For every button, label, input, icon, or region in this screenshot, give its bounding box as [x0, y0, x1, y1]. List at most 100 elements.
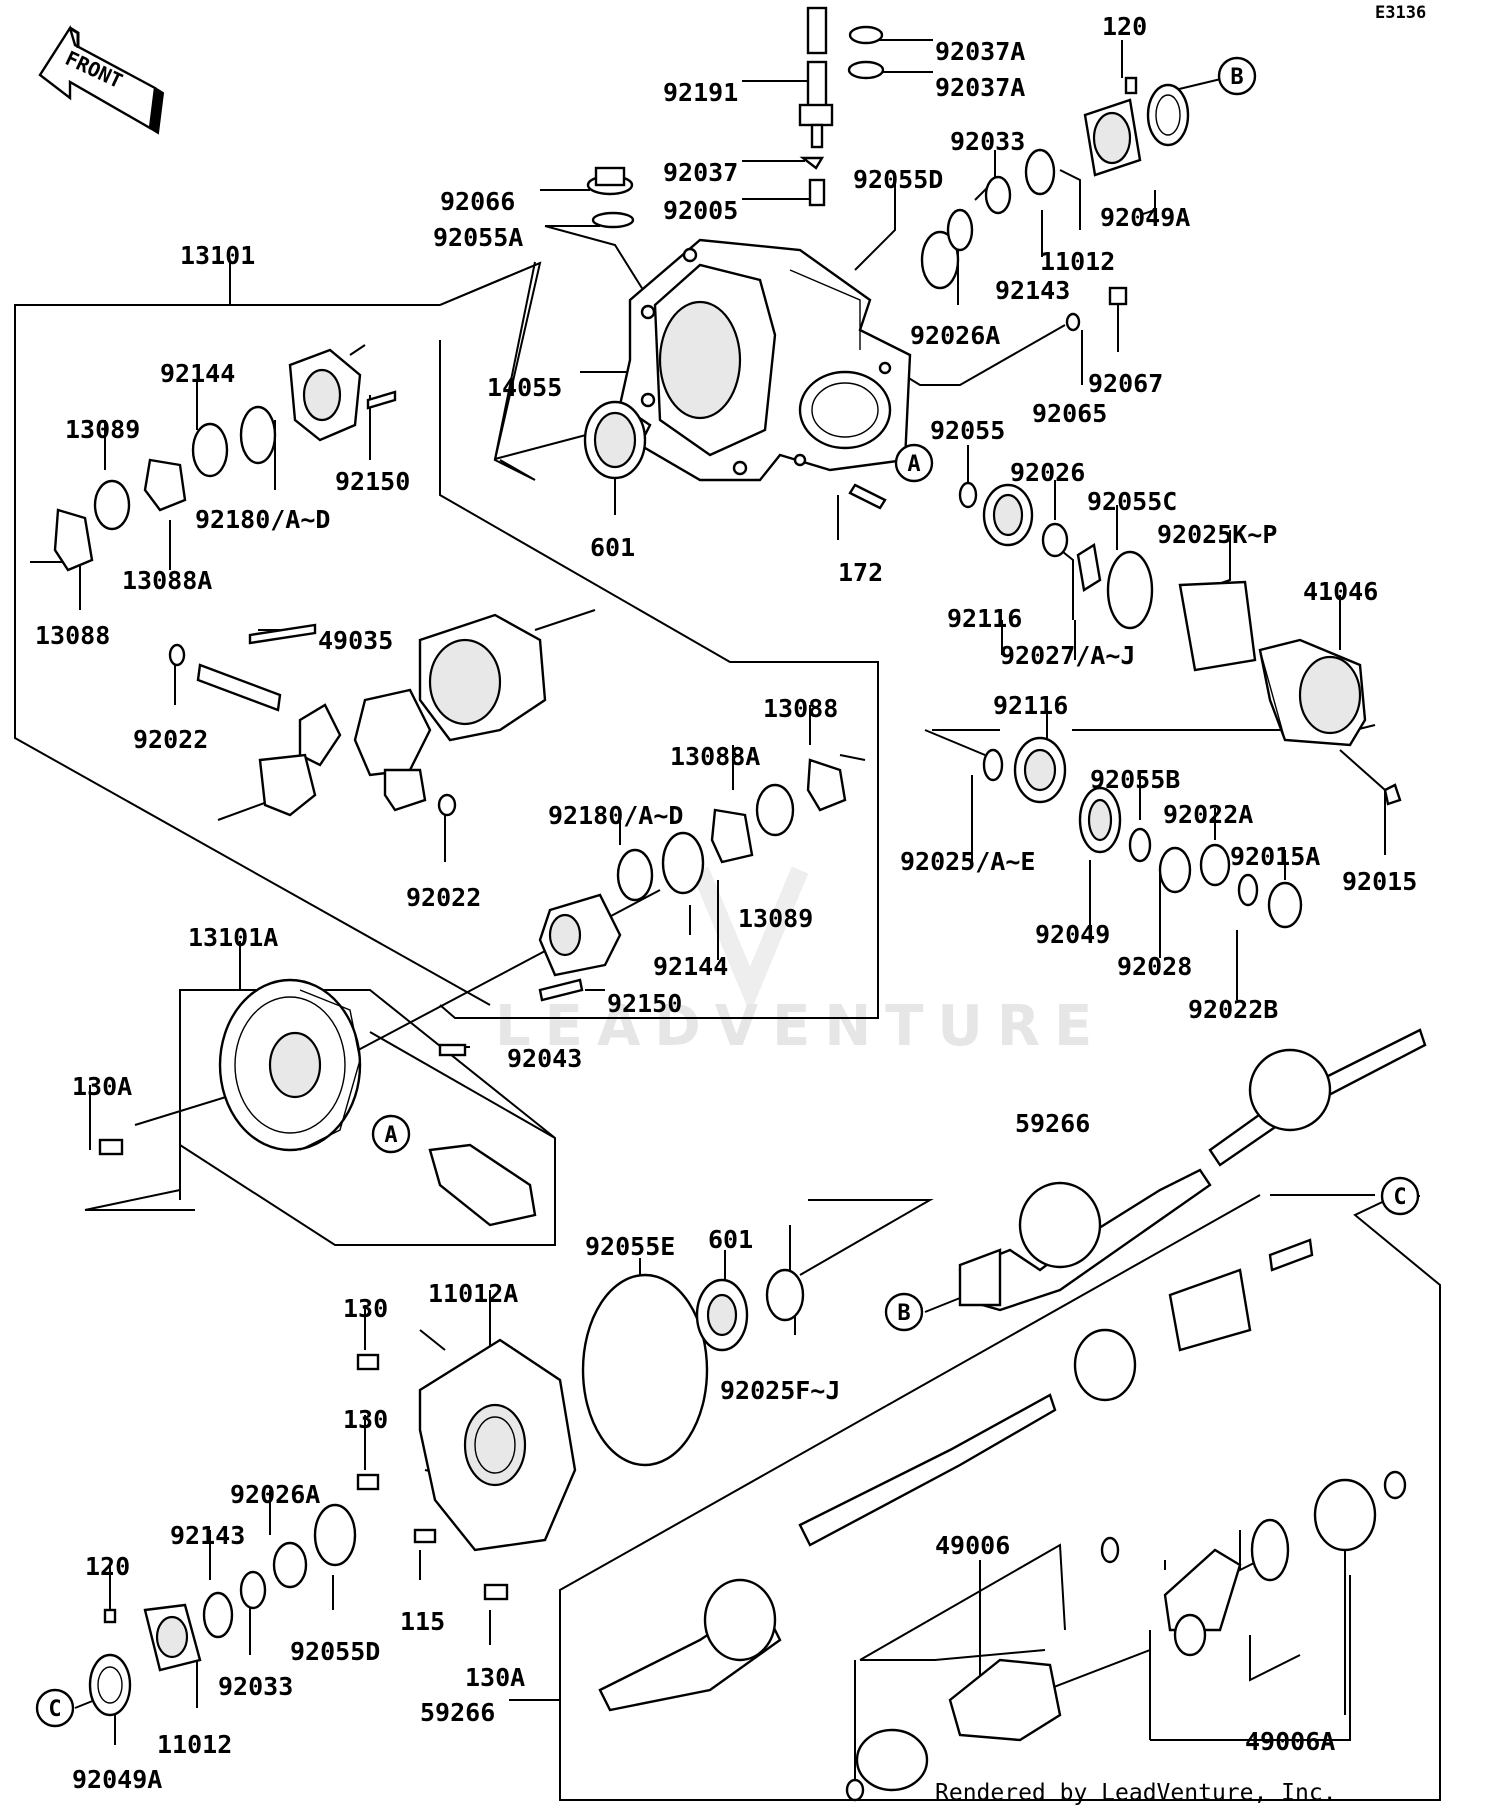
part-label: 601: [590, 533, 635, 562]
part-label: 92180/A~D: [195, 505, 330, 534]
oring-92055: [958, 481, 978, 509]
part-label: 92022B: [1188, 995, 1278, 1024]
part-label: 92026A: [910, 321, 1000, 350]
part-label: 92026A: [230, 1480, 320, 1509]
callout-a: A: [894, 443, 934, 483]
part-label: 92033: [950, 127, 1025, 156]
part-label: 130: [343, 1294, 388, 1323]
part-label: 92025F~J: [720, 1376, 840, 1405]
part-label: 92049: [1035, 920, 1110, 949]
part-label: 92116: [947, 604, 1022, 633]
part-label: 92049A: [1100, 203, 1190, 232]
callout-letter: B: [1230, 65, 1243, 90]
part-label: 172: [838, 558, 883, 587]
part-label: 92116: [993, 691, 1068, 720]
part-label: 92065: [1032, 399, 1107, 428]
part-label: 115: [400, 1607, 445, 1636]
part-label: 92022A: [1163, 800, 1253, 829]
part-label: 92037A: [935, 73, 1025, 102]
part-label: 92025/A~E: [900, 847, 1035, 876]
watermark-text: LEADVENTURE: [495, 994, 1106, 1059]
part-label: 92028: [1117, 952, 1192, 981]
callout-b2: B: [884, 1292, 924, 1332]
part-label: 92055A: [433, 223, 523, 252]
part-label: 13088: [763, 694, 838, 723]
part-label: 92180/A~D: [548, 801, 683, 830]
part-label: 41046: [1303, 577, 1378, 606]
part-label: 49035: [318, 626, 393, 655]
callout-c: C: [1380, 1176, 1420, 1216]
part-label: 92022: [133, 725, 208, 754]
housing-14055: [618, 238, 912, 482]
part-label: 13088A: [122, 566, 212, 595]
part-label: 49006A: [1245, 1727, 1335, 1756]
footer-credit: Rendered by LeadVenture, Inc.: [935, 1780, 1337, 1806]
cover-11012A: [418, 1338, 577, 1552]
part-label: 120: [85, 1552, 130, 1581]
part-label: 14055: [487, 373, 562, 402]
diagram-code: E3136: [1375, 3, 1426, 23]
part-label: 11012A: [428, 1279, 518, 1308]
part-label: 92005: [663, 196, 738, 225]
part-label: 92037A: [935, 37, 1025, 66]
part-label: 92150: [607, 989, 682, 1018]
part-label: 92067: [1088, 369, 1163, 398]
callout-b: B: [1217, 56, 1257, 96]
part-label: 92027/A~J: [1000, 641, 1135, 670]
callout-letter: B: [897, 1301, 910, 1326]
drive-shaft-upper: [958, 1028, 1427, 1312]
callout-c2: C: [35, 1688, 75, 1728]
part-label: 92066: [440, 187, 515, 216]
part-label: 13101: [180, 241, 255, 270]
part-label: 92015A: [1230, 842, 1320, 871]
part-label: 13088: [35, 621, 110, 650]
part-label: 92055D: [853, 165, 943, 194]
part-label: 11012: [157, 1730, 232, 1759]
part-label: 130: [343, 1405, 388, 1434]
part-label: 130A: [72, 1072, 132, 1101]
part-label: 92055D: [290, 1637, 380, 1666]
callout-markers: A A B B C C: [35, 56, 1420, 1728]
callout-letter: C: [48, 1697, 61, 1722]
ring-gear: [98, 978, 467, 1156]
part-label: 92055E: [585, 1232, 675, 1261]
part-label: 92144: [160, 359, 235, 388]
part-label: 92025K~P: [1157, 520, 1277, 549]
part-label: 59266: [1015, 1109, 1090, 1138]
part-label: 92055C: [1087, 487, 1177, 516]
part-label: 92191: [663, 78, 738, 107]
part-label: 13088A: [670, 742, 760, 771]
part-label: 92033: [218, 1672, 293, 1701]
drive-shaft-lower: [598, 1238, 1314, 1712]
front-arrow-icon: FRONT: [38, 25, 165, 135]
part-label: 92143: [995, 276, 1070, 305]
part-label: 92143: [170, 1521, 245, 1550]
callout-a2: A: [371, 1114, 411, 1154]
part-label: 92055B: [1090, 765, 1180, 794]
part-label: 49006: [935, 1531, 1010, 1560]
part-label: 130A: [465, 1663, 525, 1692]
callout-letter: C: [1393, 1185, 1406, 1210]
part-label: 92043: [507, 1044, 582, 1073]
oring-92055E: [581, 1273, 709, 1467]
pinion-gear: [428, 1143, 537, 1227]
part-label: 92144: [653, 952, 728, 981]
part-label: 92150: [335, 467, 410, 496]
callout-letter: A: [384, 1123, 397, 1148]
part-label: 59266: [420, 1698, 495, 1727]
part-label: 601: [708, 1225, 753, 1254]
part-label: 92022: [406, 883, 481, 912]
part-label: 13089: [738, 904, 813, 933]
housing-41046: [1258, 638, 1367, 747]
part-label: 92049A: [72, 1765, 162, 1794]
part-label: 13089: [65, 415, 140, 444]
part-label: 92026: [1010, 458, 1085, 487]
parts: [53, 6, 1427, 1802]
part-label: 11012: [1040, 247, 1115, 276]
watermark: LEADVENTURE: [495, 866, 1106, 1059]
callout-letter: A: [907, 452, 920, 477]
part-label: 120: [1102, 12, 1147, 41]
part-label: 13101A: [188, 923, 278, 952]
